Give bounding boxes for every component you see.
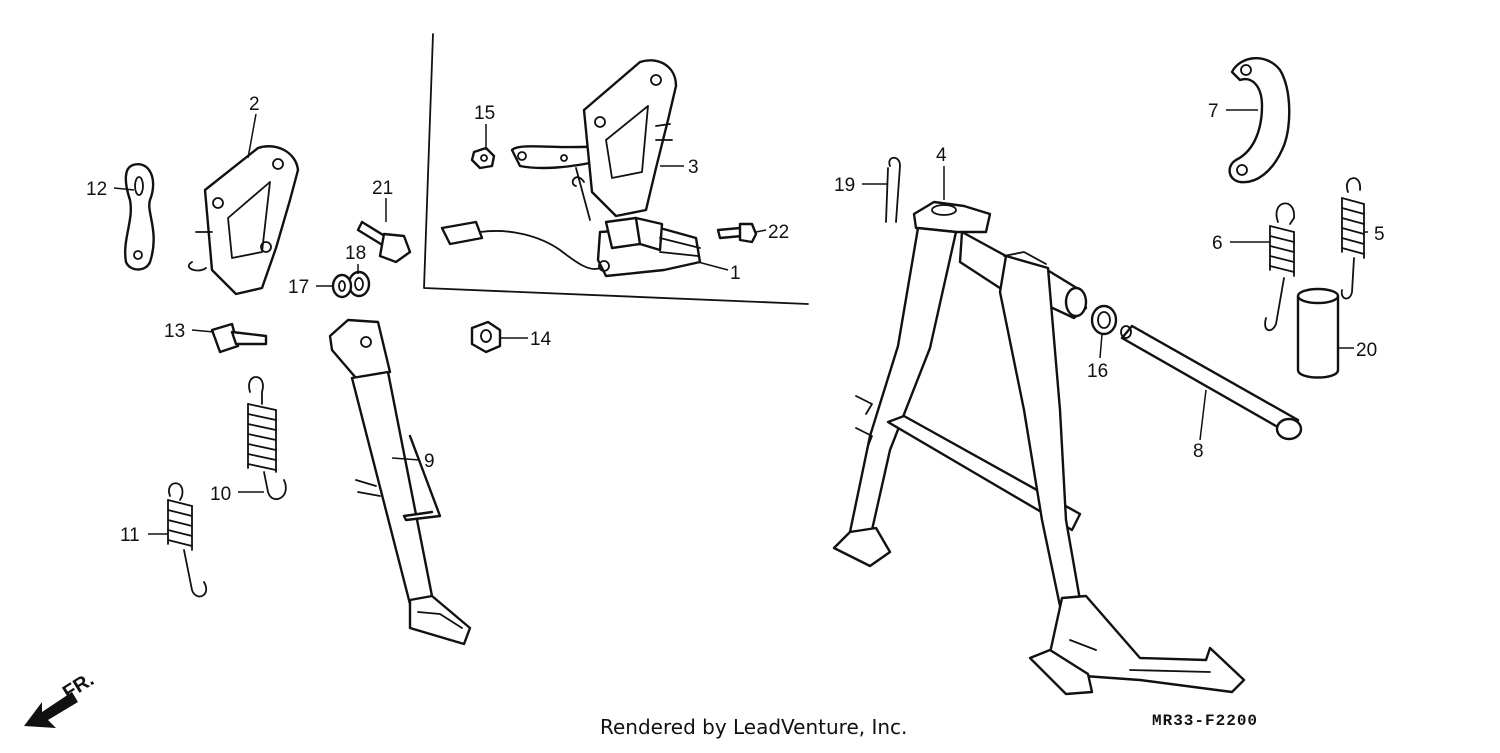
part-14-nut[interactable]: [470, 320, 502, 354]
callout-11[interactable]: 11: [120, 525, 140, 546]
part-3-stand-bracket-assy[interactable]: [510, 59, 678, 221]
callout-21[interactable]: 21: [372, 178, 393, 199]
part-21-bolt[interactable]: [356, 220, 412, 264]
callout-20[interactable]: 20: [1356, 340, 1377, 361]
callout-5[interactable]: 5: [1374, 224, 1385, 245]
part-9-side-stand[interactable]: [328, 318, 472, 646]
callout-7[interactable]: 7: [1208, 101, 1219, 122]
callout-13[interactable]: 13: [164, 321, 185, 342]
callout-8[interactable]: 8: [1193, 441, 1204, 462]
callout-4[interactable]: 4: [936, 145, 947, 166]
part-18-washer[interactable]: [347, 270, 371, 298]
part-number-callouts: 1 2 3 4 5 6 7 8 9 10 11 12 13 14 15 16 1…: [86, 94, 1385, 546]
part-15-nut[interactable]: [470, 146, 496, 170]
front-direction-indicator: FR.: [24, 669, 98, 728]
callout-16[interactable]: 16: [1087, 361, 1108, 382]
callout-22[interactable]: 22: [768, 222, 789, 243]
leader-lines: [113, 109, 1368, 535]
callout-10[interactable]: 10: [210, 484, 231, 505]
part-19-cotter-pin[interactable]: [885, 156, 901, 223]
callout-6[interactable]: 6: [1212, 233, 1223, 254]
callout-2[interactable]: 2: [249, 94, 260, 115]
part-7-stop-plate[interactable]: [1228, 56, 1291, 184]
callout-14[interactable]: 14: [530, 329, 552, 350]
part-13-pivot-bolt[interactable]: [210, 322, 268, 354]
callout-17[interactable]: 17: [288, 277, 309, 298]
part-20-collar[interactable]: [1296, 287, 1340, 379]
part-5-spring[interactable]: [1340, 177, 1365, 300]
part-16-washer[interactable]: [1090, 304, 1118, 336]
callout-9[interactable]: 9: [424, 451, 435, 472]
callout-3[interactable]: 3: [688, 157, 699, 178]
part-8-pivot-shaft[interactable]: [1120, 324, 1303, 441]
front-arrow-icon: [24, 692, 78, 728]
part-11-spring[interactable]: [167, 482, 207, 598]
part-4-main-stand[interactable]: [832, 200, 1246, 696]
callout-1[interactable]: 1: [730, 263, 741, 284]
callout-15[interactable]: 15: [474, 103, 495, 124]
part-12-lock-plate[interactable]: [124, 163, 155, 271]
callout-18[interactable]: 18: [345, 243, 366, 264]
footer-credit: Rendered by LeadVenture, Inc.: [600, 715, 908, 739]
part-2-stand-bracket[interactable]: [187, 145, 300, 296]
callout-19[interactable]: 19: [834, 175, 855, 196]
part-6-spring[interactable]: [1264, 202, 1295, 332]
part-1-side-stand-switch[interactable]: [440, 216, 702, 278]
part-10-spring[interactable]: [247, 376, 287, 500]
diagram-code: MR33-F2200: [1152, 712, 1259, 730]
part-17-washer[interactable]: [331, 273, 353, 299]
callout-12[interactable]: 12: [86, 179, 107, 200]
part-22-screw[interactable]: [716, 222, 758, 244]
inset-box-border: [423, 33, 809, 305]
